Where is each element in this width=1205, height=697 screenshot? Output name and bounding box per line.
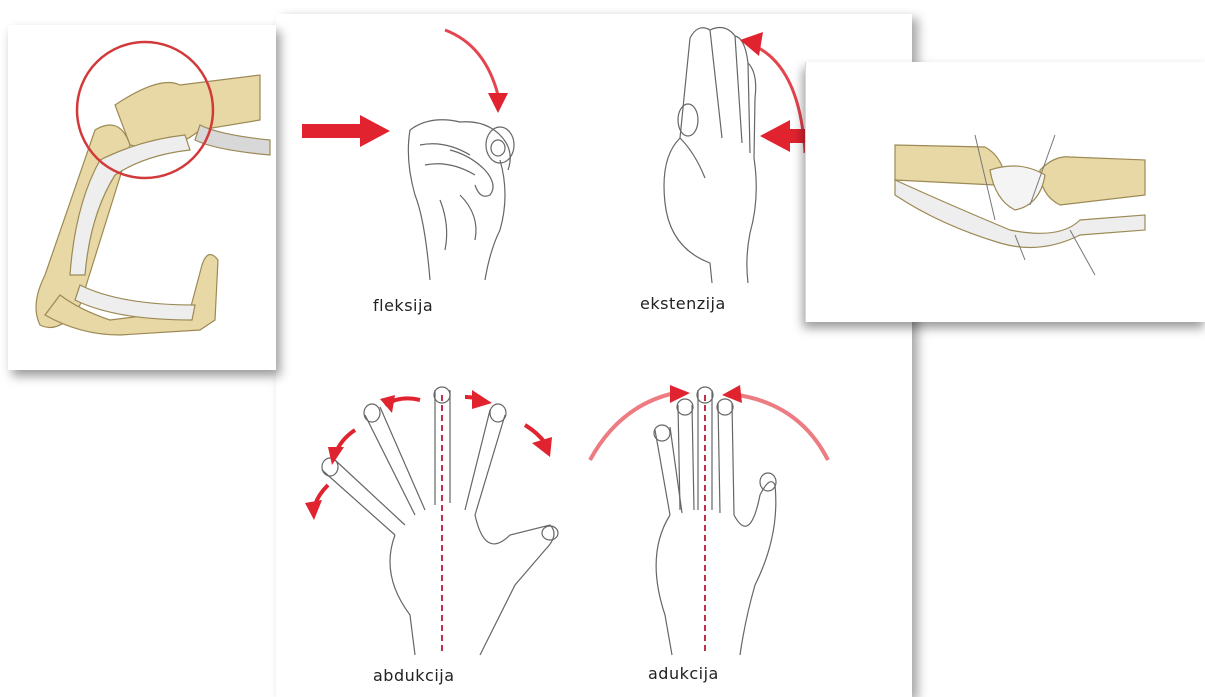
right-arrow-icon [302,115,392,147]
extension-caption: ekstenzija [640,294,726,313]
adduction-hand-icon [590,385,830,660]
finger-joint-bone-icon [20,35,280,365]
flexion-caption: fleksija [373,296,433,315]
flexion-hand-icon [390,100,540,290]
flexion-arrow-icon [440,25,520,115]
adduction-caption: adukcija [648,664,719,683]
abduction-caption: abdukcija [373,666,455,685]
abduction-hand-icon [300,385,570,660]
joint-closeup-icon [890,135,1150,275]
